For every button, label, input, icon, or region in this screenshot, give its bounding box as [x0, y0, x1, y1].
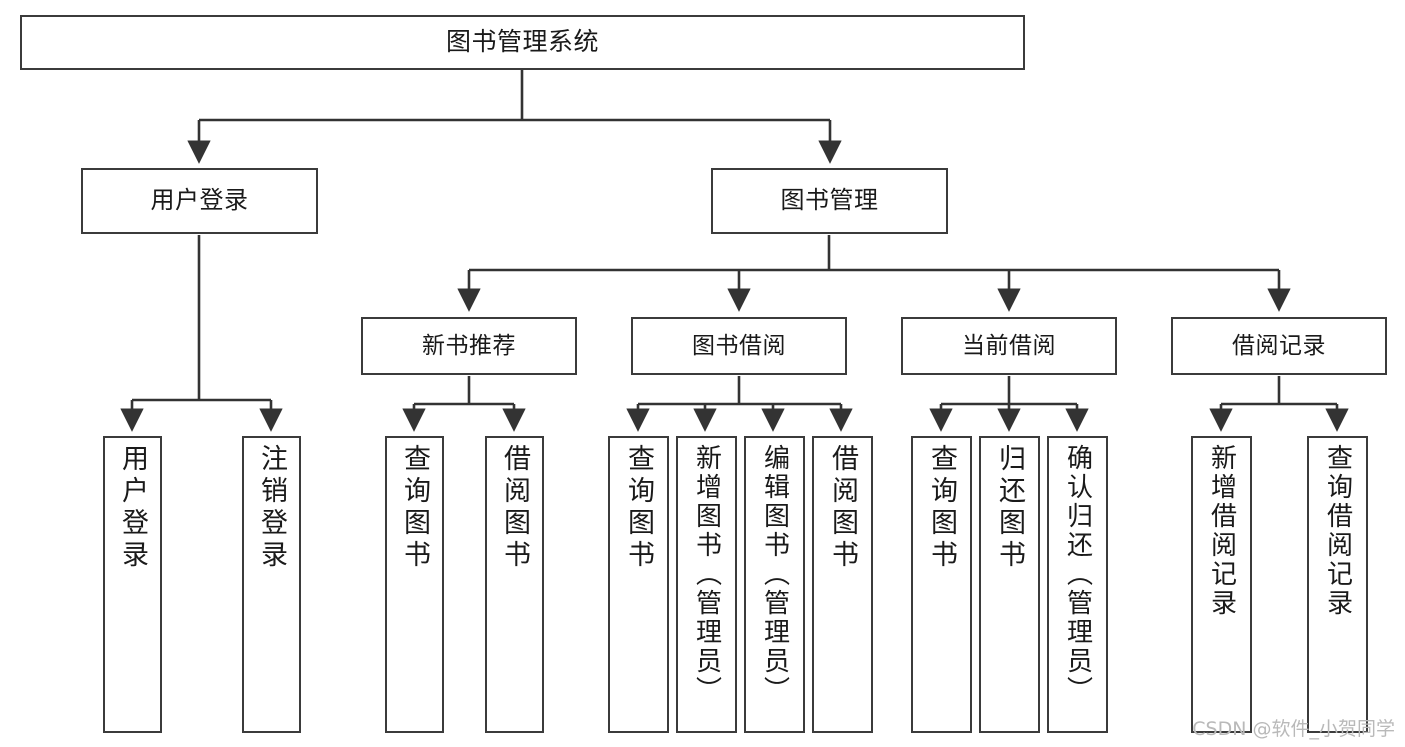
leaf-query-book-1-label: 查询图书: [399, 444, 430, 572]
node-book-manage-label: 图书管理: [780, 186, 879, 215]
node-borrow-record-label: 借阅记录: [1232, 332, 1326, 359]
leaf-user-login-label: 用户登录: [117, 444, 148, 572]
leaf-edit-book-label: 编辑图书（管理员）: [759, 444, 790, 705]
leaf-borrow-book-1[interactable]: 借阅图书: [485, 436, 544, 733]
edge-group-new-book-recommend: [402, 376, 526, 432]
leaf-query-book-3-label: 查询图书: [926, 444, 957, 572]
leaf-confirm-return-label: 确认归还（管理员）: [1062, 444, 1093, 705]
edge-group-borrow-record: [1209, 376, 1349, 432]
leaf-return-book[interactable]: 归还图书: [979, 436, 1040, 733]
leaf-user-login[interactable]: 用户登录: [103, 436, 162, 733]
node-current-borrow-label: 当前借阅: [962, 332, 1056, 359]
node-borrow-record[interactable]: 借阅记录: [1171, 317, 1387, 375]
leaf-logout[interactable]: 注销登录: [242, 436, 301, 733]
leaf-query-record-label: 查询借阅记录: [1322, 444, 1353, 618]
edge-group-root: [187, 70, 842, 164]
node-new-book-recommend-label: 新书推荐: [422, 332, 516, 359]
leaf-query-book-2-label: 查询图书: [623, 444, 654, 572]
node-root[interactable]: 图书管理系统: [20, 15, 1025, 70]
node-user-login-label: 用户登录: [150, 186, 249, 215]
node-new-book-recommend[interactable]: 新书推荐: [361, 317, 577, 375]
leaf-add-book[interactable]: 新增图书（管理员）: [676, 436, 737, 733]
node-book-borrow-label: 图书借阅: [692, 332, 786, 359]
leaf-confirm-return[interactable]: 确认归还（管理员）: [1047, 436, 1108, 733]
node-book-borrow[interactable]: 图书借阅: [631, 317, 847, 375]
edge-group-user-login: [120, 235, 283, 432]
leaf-return-book-label: 归还图书: [994, 444, 1025, 572]
leaf-borrow-book-1-label: 借阅图书: [499, 444, 530, 572]
node-current-borrow[interactable]: 当前借阅: [901, 317, 1117, 375]
node-user-login[interactable]: 用户登录: [81, 168, 318, 234]
leaf-add-book-label: 新增图书（管理员）: [691, 444, 722, 705]
node-book-manage[interactable]: 图书管理: [711, 168, 948, 234]
edge-group-book-borrow: [626, 376, 853, 432]
leaf-query-book-2[interactable]: 查询图书: [608, 436, 669, 733]
leaf-borrow-book-2-label: 借阅图书: [827, 444, 858, 572]
node-root-label: 图书管理系统: [445, 27, 599, 57]
leaf-query-book-1[interactable]: 查询图书: [385, 436, 444, 733]
leaf-query-book-3[interactable]: 查询图书: [911, 436, 972, 733]
edge-group-current-borrow: [929, 376, 1089, 432]
leaf-borrow-book-2[interactable]: 借阅图书: [812, 436, 873, 733]
leaf-query-record[interactable]: 查询借阅记录: [1307, 436, 1368, 733]
leaf-logout-label: 注销登录: [256, 444, 287, 572]
leaf-edit-book[interactable]: 编辑图书（管理员）: [744, 436, 805, 733]
leaf-add-record-label: 新增借阅记录: [1206, 444, 1237, 618]
edge-group-book-manage: [457, 235, 1291, 312]
leaf-add-record[interactable]: 新增借阅记录: [1191, 436, 1252, 733]
watermark-text: CSDN @软件_小贺同学: [1192, 718, 1395, 740]
